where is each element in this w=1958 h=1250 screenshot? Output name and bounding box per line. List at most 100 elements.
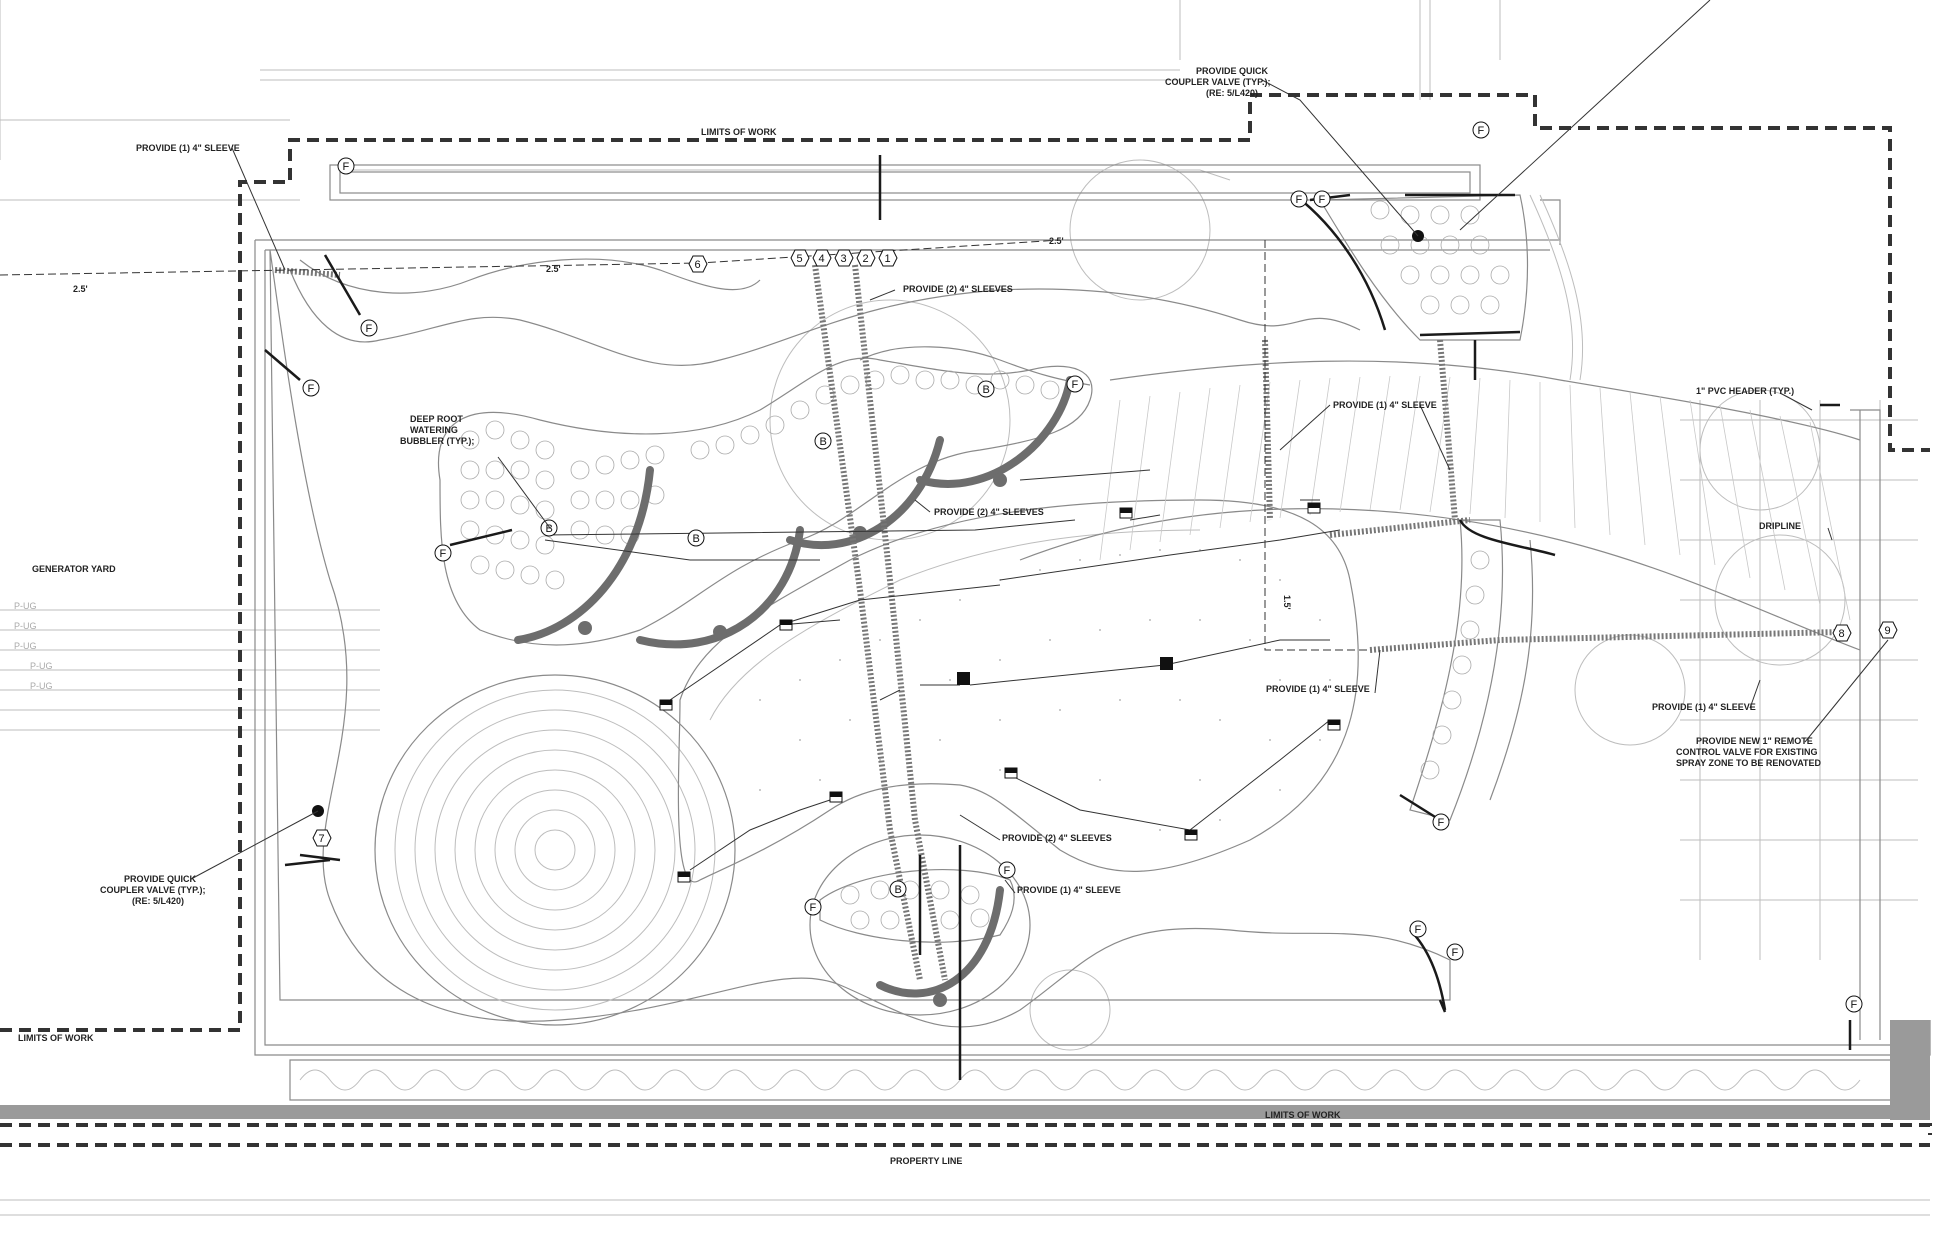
dimension-label: 2.5' bbox=[1049, 236, 1064, 246]
pvc-header-label: 1" PVC HEADER (TYP.) bbox=[1696, 386, 1794, 396]
bubbler-marker[interactable]: B bbox=[540, 519, 558, 537]
svg-text:B: B bbox=[546, 523, 553, 535]
flush-marker[interactable]: F bbox=[1472, 121, 1490, 139]
quick-coupler-callout-bot-line3: (RE: 5/L420) bbox=[132, 896, 184, 906]
utility-label: P-UG bbox=[30, 661, 53, 671]
svg-text:F: F bbox=[1004, 865, 1011, 877]
quick-coupler-callout-bot-line1: PROVIDE QUICK bbox=[124, 874, 197, 884]
svg-text:B: B bbox=[983, 384, 990, 396]
utility-label: P-UG bbox=[14, 621, 37, 631]
dimension-line-right bbox=[1264, 240, 1370, 651]
zone-marker-9[interactable]: 9 bbox=[1878, 621, 1898, 639]
zone-marker-2[interactable]: 2 bbox=[856, 249, 876, 267]
zone-marker-7[interactable]: 7 bbox=[312, 829, 332, 847]
flush-marker[interactable]: F bbox=[302, 379, 320, 397]
svg-text:B: B bbox=[820, 436, 827, 448]
spray-arcs bbox=[514, 376, 1074, 1007]
zone-marker-5[interactable]: 5 bbox=[790, 249, 810, 267]
svg-text:B: B bbox=[895, 884, 902, 896]
limits-of-work-left-label: LIMITS OF WORK bbox=[18, 1033, 94, 1043]
flush-marker[interactable]: F bbox=[1409, 920, 1427, 938]
bubbler-callout-line2: WATERING bbox=[410, 425, 458, 435]
quick-coupler-callout-bot-line2: COUPLER VALVE (TYP.); bbox=[100, 885, 206, 895]
sleeve-callout-center: PROVIDE (1) 4" SLEEVE bbox=[1266, 684, 1370, 694]
dimension-line-top bbox=[0, 239, 1061, 276]
flush-marker[interactable]: F bbox=[1845, 995, 1863, 1013]
labels: LIMITS OF WORK LIMITS OF WORK LIMITS OF … bbox=[14, 66, 1822, 1166]
utility-label: P-UG bbox=[14, 601, 37, 611]
svg-text:1: 1 bbox=[885, 253, 891, 265]
paving-dots bbox=[759, 549, 1331, 831]
zone-marker-4[interactable]: 4 bbox=[812, 249, 832, 267]
flush-markers[interactable]: F F F F F F F F F F F F F F bbox=[302, 121, 1863, 1013]
svg-text:2: 2 bbox=[863, 253, 869, 265]
bubbler-callout-line1: DEEP ROOT bbox=[410, 414, 463, 424]
dimension-label: 1.5' bbox=[1282, 595, 1292, 610]
bubbler-marker[interactable]: B bbox=[977, 380, 995, 398]
svg-text:F: F bbox=[1851, 999, 1858, 1011]
svg-text:F: F bbox=[1438, 817, 1445, 829]
svg-text:F: F bbox=[1296, 194, 1303, 206]
site-boundary bbox=[0, 164, 1931, 1120]
dimension-label: 2.5' bbox=[73, 284, 88, 294]
existing-features bbox=[0, 0, 1930, 1216]
sleeves-callout-bot: PROVIDE (2) 4" SLEEVES bbox=[1002, 833, 1112, 843]
svg-text:3: 3 bbox=[841, 253, 847, 265]
zone-marker-3[interactable]: 3 bbox=[834, 249, 854, 267]
svg-text:9: 9 bbox=[1885, 625, 1891, 637]
svg-text:F: F bbox=[343, 161, 350, 173]
flush-marker[interactable]: F bbox=[1313, 190, 1331, 208]
utility-label: P-UG bbox=[14, 641, 37, 651]
utility-label: P-UG bbox=[30, 681, 53, 691]
remote-valve-callout-line2: CONTROL VALVE FOR EXISTING bbox=[1676, 747, 1818, 757]
sleeve-callout-bot: PROVIDE (1) 4" SLEEVE bbox=[1017, 885, 1121, 895]
flush-marker[interactable]: F bbox=[998, 861, 1016, 879]
property-line-label: PROPERTY LINE bbox=[890, 1156, 962, 1166]
quick-coupler-callout-top-line2: COUPLER VALVE (TYP.); bbox=[1165, 77, 1271, 87]
dark-lines bbox=[264, 155, 1852, 1080]
svg-text:F: F bbox=[308, 383, 315, 395]
flush-marker[interactable]: F bbox=[1066, 375, 1084, 393]
planting-beds bbox=[269, 194, 1861, 1028]
svg-text:F: F bbox=[1478, 125, 1485, 137]
sleeves bbox=[274, 264, 1841, 981]
flush-marker[interactable]: F bbox=[1432, 813, 1450, 831]
svg-text:F: F bbox=[1072, 379, 1079, 391]
flush-marker[interactable]: F bbox=[337, 157, 355, 175]
flush-marker[interactable]: F bbox=[1446, 943, 1464, 961]
svg-text:B: B bbox=[693, 533, 700, 545]
limits-of-work-line bbox=[0, 93, 1932, 1147]
sleeves-callout-top: PROVIDE (2) 4" SLEEVES bbox=[903, 284, 1013, 294]
bubbler-marker[interactable]: B bbox=[889, 880, 907, 898]
svg-text:8: 8 bbox=[1839, 628, 1845, 640]
zone-marker-1[interactable]: 1 bbox=[878, 249, 898, 267]
sleeves-callout-mid: PROVIDE (2) 4" SLEEVES bbox=[934, 507, 1044, 517]
bubbler-markers[interactable]: B B B B B bbox=[540, 380, 995, 898]
zone-markers[interactable]: 5 4 3 2 1 6 7 8 bbox=[312, 249, 1898, 847]
zone-marker-8[interactable]: 8 bbox=[1832, 624, 1852, 642]
bubbler-marker[interactable]: B bbox=[814, 432, 832, 450]
svg-text:5: 5 bbox=[797, 253, 803, 265]
flush-marker[interactable]: F bbox=[434, 544, 452, 562]
sleeve-callout-right: PROVIDE (1) 4" SLEEVE bbox=[1652, 702, 1756, 712]
quick-coupler-callout-top-line1: PROVIDE QUICK bbox=[1196, 66, 1269, 76]
flush-marker[interactable]: F bbox=[360, 319, 378, 337]
svg-text:F: F bbox=[1415, 924, 1422, 936]
quick-coupler-callout-top-line3: (RE: 5/L420) bbox=[1206, 88, 1258, 98]
sleeve-callout-mid: PROVIDE (1) 4" SLEEVE bbox=[1333, 400, 1437, 410]
valve-symbols bbox=[312, 230, 1424, 883]
svg-text:7: 7 bbox=[319, 833, 325, 845]
svg-text:F: F bbox=[810, 902, 817, 914]
flush-marker[interactable]: F bbox=[1290, 190, 1308, 208]
concentric-rings bbox=[394, 689, 716, 1011]
callout-leaders bbox=[192, 0, 1889, 894]
remote-valve-callout-line1: PROVIDE NEW 1" REMOTE bbox=[1696, 736, 1813, 746]
svg-text:F: F bbox=[1452, 947, 1459, 959]
zone-marker-6[interactable]: 6 bbox=[688, 255, 708, 273]
limits-of-work-bottom-label: LIMITS OF WORK bbox=[1265, 1110, 1341, 1120]
generator-yard-label: GENERATOR YARD bbox=[32, 564, 116, 574]
bubbler-callout-line3: BUBBLER (TYP.); bbox=[400, 436, 474, 446]
flush-marker[interactable]: F bbox=[804, 898, 822, 916]
bubbler-marker[interactable]: B bbox=[687, 529, 705, 547]
